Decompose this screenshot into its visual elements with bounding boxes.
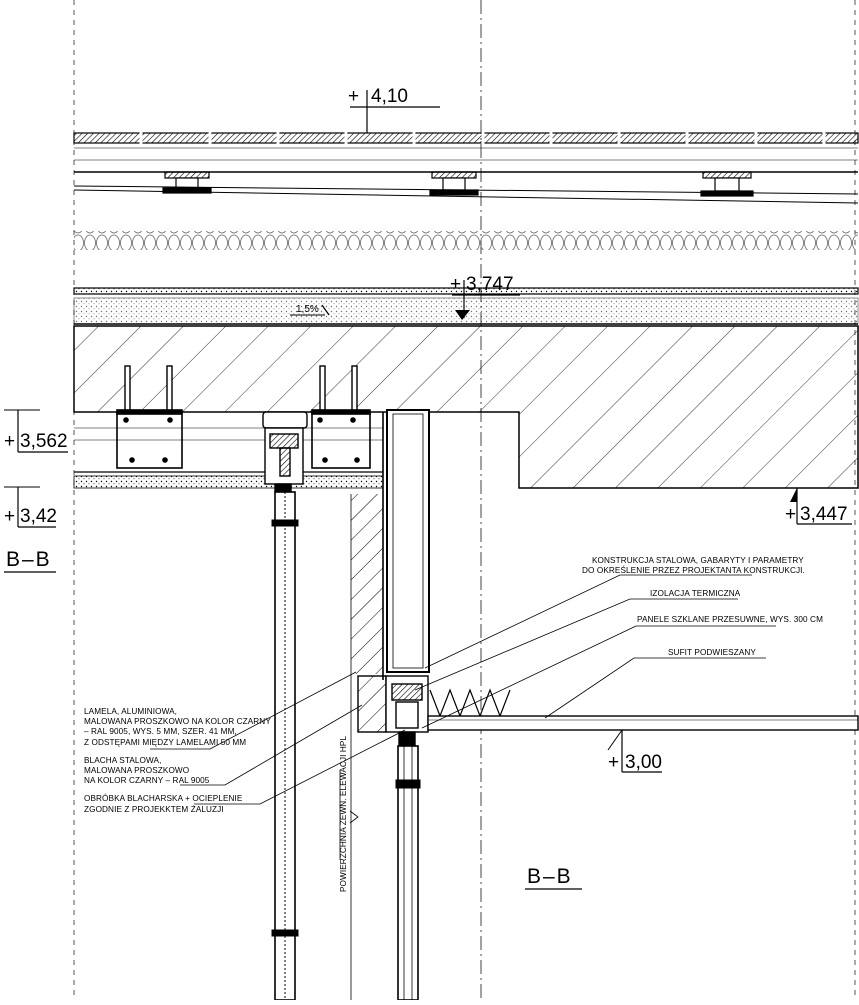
glass-panel xyxy=(395,745,421,1001)
concrete-slab xyxy=(73,325,859,489)
svg-text:B–B: B–B xyxy=(527,865,573,888)
level-right: + 3,447 xyxy=(785,488,852,525)
level-left-upper-value: 3,562 xyxy=(20,431,68,452)
glass-head-profile xyxy=(357,675,429,747)
note-steel-line1: KONSTRUKCJA STALOWA, GABARYTY I PARAMETR… xyxy=(592,556,804,565)
level-membrane: + 3,747 xyxy=(450,274,520,320)
paver-tiles xyxy=(73,132,859,161)
section-label-left: B–B xyxy=(4,548,56,573)
level-top-value: 4,10 xyxy=(371,86,408,107)
steel-column xyxy=(386,409,430,673)
hpl-elevation xyxy=(351,494,383,674)
level-top-plus: + xyxy=(348,86,359,107)
note-flashing-2: ZGODNIE Z PROJEKKTEM ŻALUZJI xyxy=(84,804,224,814)
slope-label: 1,5% xyxy=(296,304,319,315)
level-left-lower-plus: + xyxy=(4,506,15,527)
steel-brackets xyxy=(116,409,371,469)
leader-lines xyxy=(150,574,776,860)
shutter-louvre xyxy=(271,491,299,1001)
note-steel-line2: DO OKREŚLENIE PRZEZ PROJEKTANTA KONSTRUK… xyxy=(582,564,805,575)
note-sheet-1: BLACHA STALOWA, xyxy=(84,756,161,765)
level-ceiling-value: 3,00 xyxy=(625,752,662,773)
level-membrane-plus: + xyxy=(450,274,461,295)
slope-indicator: 1,5% xyxy=(290,304,330,316)
level-membrane-value: 3,747 xyxy=(466,274,514,295)
roof-insulation xyxy=(74,231,858,250)
note-lamella-1: LAMELA, ALUMINIOWA, xyxy=(84,707,177,716)
soffit-strip xyxy=(73,475,384,489)
level-ceiling-plus: + xyxy=(608,752,619,773)
note-insulation: IZOLACJA TERMICZNA xyxy=(650,589,741,598)
note-lamella-2: MALOWANA PROSZKOWO NA KOLOR CZARNY xyxy=(84,717,271,726)
level-ceiling: + 3,00 xyxy=(607,729,662,773)
note-lamella-3: – RAL 9005, WYS. 5 MM, SZER. 41 MM, xyxy=(84,727,237,736)
roof-membrane xyxy=(73,287,859,325)
level-left-lower: + 3,42 xyxy=(4,486,57,528)
anchor-bolts xyxy=(124,365,358,415)
pedestals xyxy=(162,171,754,197)
note-sheet-2: MALOWANA PROSZKOWO xyxy=(84,766,189,775)
level-right-value: 3,447 xyxy=(800,504,848,525)
note-ceiling: SUFIT PODWIESZANY xyxy=(668,648,756,657)
level-left-upper-plus: + xyxy=(4,431,15,452)
level-left-upper: + 3,562 xyxy=(4,409,68,453)
note-elevation-surface: POWIERZCHNIA ZEWN. ELEWACJI HPL xyxy=(339,736,348,892)
note-sheet-3: NA KOLOR CZARNY – RAL 9005 xyxy=(84,776,210,785)
section-label-center: B–B xyxy=(525,865,582,890)
level-left-lower-value: 3,42 xyxy=(20,506,57,527)
level-right-plus: + xyxy=(785,504,796,525)
insulation-zigzag xyxy=(429,688,511,718)
suspended-ceiling xyxy=(427,715,859,731)
shutter-head-profile xyxy=(262,411,308,493)
note-flashing-1: OBRÓBKA BLACHARSKA + OCIEPLENIE xyxy=(84,793,243,803)
svg-text:B–B: B–B xyxy=(6,548,52,571)
note-lamella-4: Z ODSTĘPAMI MIĘDZY LAMELAMI 50 MM xyxy=(84,738,246,747)
note-glass: PANELE SZKLANE PRZESUWNE, WYS. 300 CM xyxy=(637,615,823,624)
level-top: + 4,10 xyxy=(348,86,440,133)
